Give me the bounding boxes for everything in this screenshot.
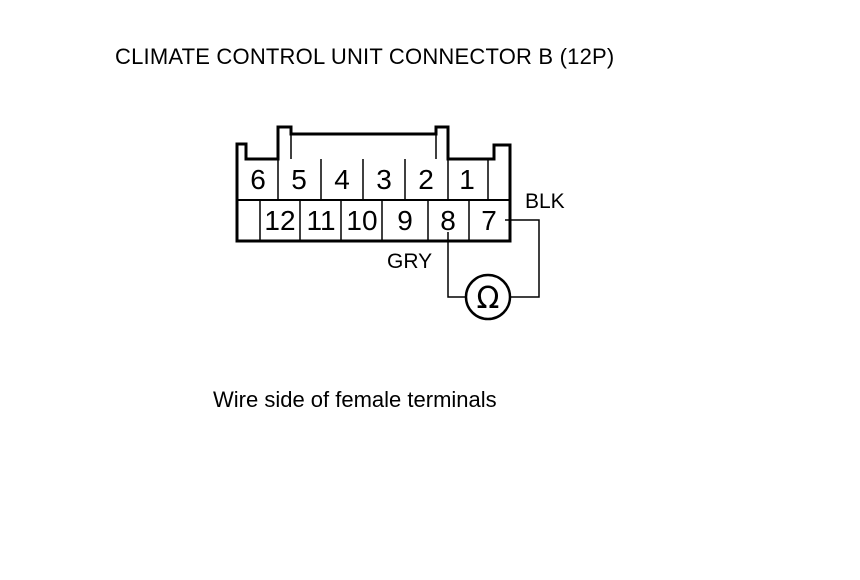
bottom-row-dividers	[259, 200, 470, 241]
top-row-dividers	[277, 159, 489, 200]
pin-3: 3	[376, 164, 392, 195]
pin-12: 12	[264, 205, 295, 236]
pin-6: 6	[250, 164, 266, 195]
pin-5: 5	[291, 164, 307, 195]
pin-4: 4	[334, 164, 350, 195]
diagram-caption: Wire side of female terminals	[213, 387, 497, 412]
pin-10: 10	[346, 205, 377, 236]
pin-8: 8	[440, 205, 456, 236]
probe-wire-gry	[447, 232, 466, 298]
probe-wire-blk	[505, 219, 540, 298]
ohmmeter	[464, 273, 512, 321]
pin-9: 9	[397, 205, 413, 236]
wire-label-gry: GRY	[387, 250, 432, 273]
pin-11: 11	[306, 205, 335, 236]
wire-label-blk: BLK	[525, 190, 565, 213]
pin-7: 7	[481, 205, 497, 236]
pin-1: 1	[459, 164, 475, 195]
pin-2: 2	[418, 164, 434, 195]
ohm-icon: Ω	[477, 281, 500, 316]
diagram-title: CLIMATE CONTROL UNIT CONNECTOR B (12P)	[115, 44, 615, 69]
